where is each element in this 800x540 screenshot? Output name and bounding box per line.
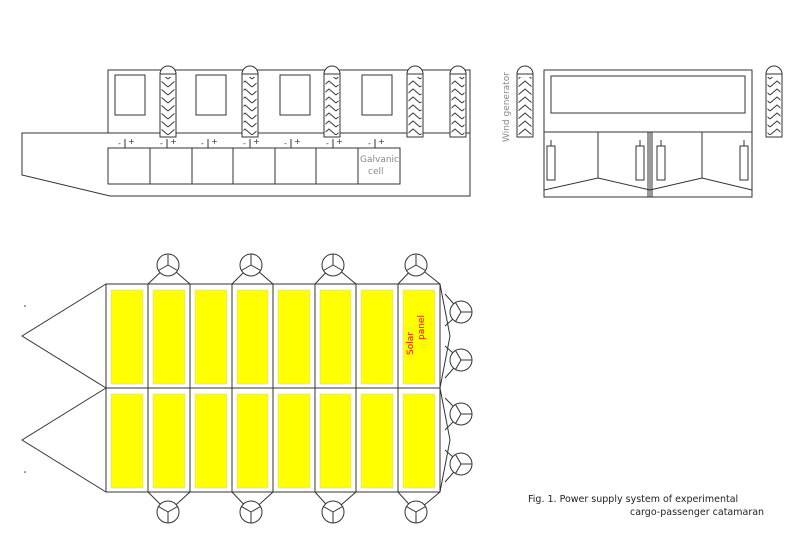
wind-turbine-top — [314, 253, 357, 285]
svg-text:+: + — [128, 137, 135, 146]
front-hull-left — [543, 132, 651, 198]
battery-terminal: -+ — [243, 137, 260, 148]
caption-line-1: Fig. 1. Power supply system of experimen… — [528, 494, 739, 505]
svg-text:+: + — [253, 137, 260, 146]
solar-panel — [402, 393, 436, 489]
wind-turbine-top — [444, 397, 473, 431]
wind-turbine-top — [147, 491, 191, 524]
front-view — [543, 69, 753, 198]
solar-panel — [360, 289, 394, 385]
battery-terminal: -+ — [326, 137, 343, 148]
wind-turbine-top — [314, 491, 357, 524]
svg-text:+: + — [294, 137, 301, 146]
front-hull-right — [649, 132, 753, 198]
battery-terminals: -+-+-+-+-+-+-+ — [118, 137, 385, 148]
solar-panel — [319, 289, 352, 385]
front-superstructure — [543, 69, 753, 133]
deck-columns — [147, 284, 399, 492]
battery-terminal: -+ — [118, 137, 135, 148]
svg-text:-: - — [243, 139, 246, 148]
svg-text:-: - — [118, 139, 121, 148]
solar-panel — [194, 393, 228, 489]
solar-panel — [236, 289, 269, 385]
solar-panel — [277, 393, 311, 489]
svg-text:+: + — [211, 137, 218, 146]
wind-turbine-side — [765, 65, 783, 138]
side-wind-turbines — [159, 65, 467, 138]
solar-panel — [110, 393, 144, 489]
wind-turbine-top — [444, 345, 473, 379]
bow-lower — [21, 387, 107, 493]
wind-turbine-top — [397, 491, 441, 524]
top-wind-turbines — [147, 253, 473, 524]
wind-turbine-side — [241, 65, 259, 138]
wind-turbine-side — [406, 65, 424, 138]
solar-panel — [277, 289, 311, 385]
solar-panel — [152, 289, 186, 385]
solar-panel — [319, 393, 352, 489]
front-wind-turbines — [516, 65, 783, 138]
svg-text:+: + — [378, 137, 385, 146]
wind-turbine-top — [397, 253, 441, 285]
svg-text:-: - — [284, 139, 287, 148]
solar-panels — [110, 289, 436, 489]
solar-panel — [194, 289, 228, 385]
wind-turbine-top — [444, 293, 473, 327]
solar-panel-label: Solar — [406, 332, 416, 355]
battery-compartment — [107, 147, 401, 185]
galvanic-cell-label: Galvanic — [360, 155, 399, 165]
solar-panel-label-2: panel — [417, 315, 427, 340]
battery-terminal: -+ — [284, 137, 301, 148]
wind-turbine-top — [231, 491, 274, 524]
battery-terminal: -+ — [160, 137, 177, 148]
solar-panel — [152, 393, 186, 489]
window — [279, 74, 311, 116]
wind-generator-label: Wind generator — [502, 72, 512, 142]
battery-terminal: -+ — [201, 137, 218, 148]
hull-side — [21, 132, 471, 197]
wind-turbine-side — [323, 65, 341, 138]
wind-turbine-top — [231, 253, 274, 285]
svg-text:-: - — [368, 139, 371, 148]
window — [114, 74, 146, 116]
caption-line-2: cargo-passenger catamaran — [630, 507, 765, 518]
wind-turbine-top — [147, 253, 191, 285]
wind-turbine-side — [449, 65, 467, 138]
wind-turbine-side — [516, 65, 534, 138]
svg-text:+: + — [336, 137, 343, 146]
window — [361, 74, 393, 116]
front-window — [550, 75, 746, 114]
solar-panel — [402, 289, 436, 385]
window — [195, 74, 227, 116]
svg-text:-: - — [201, 139, 204, 148]
svg-text:-: - — [160, 139, 163, 148]
svg-text:-: - — [326, 139, 329, 148]
svg-text:+: + — [170, 137, 177, 146]
wind-turbine-top — [444, 449, 473, 483]
stern-upper — [439, 283, 451, 389]
stern-lower — [439, 387, 451, 493]
figure-caption: Fig. 1. Power supply system of experimen… — [528, 493, 768, 519]
bow-upper — [21, 283, 107, 389]
battery-terminal: -+ — [368, 137, 385, 148]
wind-turbine-side — [159, 65, 177, 138]
solar-panel — [360, 393, 394, 489]
galvanic-cell-label-2: cell — [368, 167, 384, 177]
solar-panel — [110, 289, 144, 385]
solar-panel — [236, 393, 269, 489]
